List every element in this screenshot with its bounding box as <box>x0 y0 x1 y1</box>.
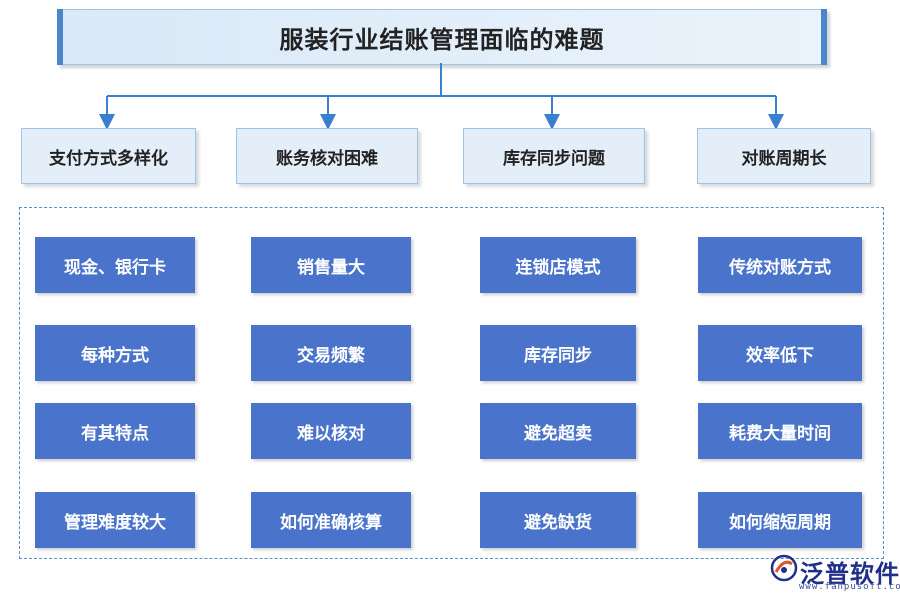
brand-url: www.fanpusoft.com <box>799 582 900 592</box>
category-label: 支付方式多样化 <box>49 148 168 169</box>
detail-item-label: 如何准确核算 <box>280 512 382 533</box>
detail-item-label: 难以核对 <box>297 423 365 444</box>
detail-item: 传统对账方式 <box>698 237 862 293</box>
category-label: 账务核对困难 <box>276 148 378 169</box>
detail-item: 效率低下 <box>698 325 862 381</box>
detail-item-label: 连锁店模式 <box>515 257 601 278</box>
detail-item: 现金、银行卡 <box>35 237 195 293</box>
detail-item-label: 每种方式 <box>81 345 149 366</box>
category-label: 库存同步问题 <box>503 148 605 169</box>
detail-item-label: 销售量大 <box>297 257 365 278</box>
detail-item: 交易频繁 <box>251 325 411 381</box>
detail-item-label: 传统对账方式 <box>729 257 831 278</box>
connector-lines <box>99 63 784 130</box>
diagram-title-box: 服装行业结账管理面临的难题 <box>57 9 827 65</box>
detail-item-label: 效率低下 <box>746 345 814 366</box>
brand-name: 泛普软件 <box>800 560 900 588</box>
brand-logo: 泛普软件 www.fanpusoft.com <box>752 548 900 600</box>
detail-item-label: 管理难度较大 <box>64 512 166 533</box>
detail-item: 有其特点 <box>35 403 195 459</box>
detail-item: 库存同步 <box>480 325 636 381</box>
detail-item: 避免缺货 <box>480 492 636 548</box>
detail-item: 如何准确核算 <box>251 492 411 548</box>
detail-item: 管理难度较大 <box>35 492 195 548</box>
detail-item: 避免超卖 <box>480 403 636 459</box>
detail-item: 每种方式 <box>35 325 195 381</box>
diagram-title: 服装行业结账管理面临的难题 <box>279 25 605 54</box>
detail-item-label: 库存同步 <box>524 345 592 366</box>
category-payment-methods: 支付方式多样化 <box>21 128 196 184</box>
detail-item: 耗费大量时间 <box>698 403 862 459</box>
detail-item-label: 现金、银行卡 <box>64 257 166 278</box>
detail-item: 连锁店模式 <box>480 237 636 293</box>
category-account-reconciliation: 账务核对困难 <box>236 128 418 184</box>
detail-item: 销售量大 <box>251 237 411 293</box>
detail-item: 难以核对 <box>251 403 411 459</box>
detail-item-label: 避免缺货 <box>524 512 592 533</box>
brand-mark-icon <box>770 554 798 582</box>
detail-item: 如何缩短周期 <box>698 492 862 548</box>
category-inventory-sync: 库存同步问题 <box>463 128 645 184</box>
category-label: 对账周期长 <box>741 148 827 169</box>
detail-item-label: 避免超卖 <box>524 423 592 444</box>
detail-item-label: 如何缩短周期 <box>729 512 831 533</box>
category-long-cycle: 对账周期长 <box>697 128 871 184</box>
detail-item-label: 有其特点 <box>81 423 149 444</box>
detail-panel <box>19 207 884 559</box>
detail-item-label: 交易频繁 <box>297 345 365 366</box>
detail-item-label: 耗费大量时间 <box>729 423 831 444</box>
